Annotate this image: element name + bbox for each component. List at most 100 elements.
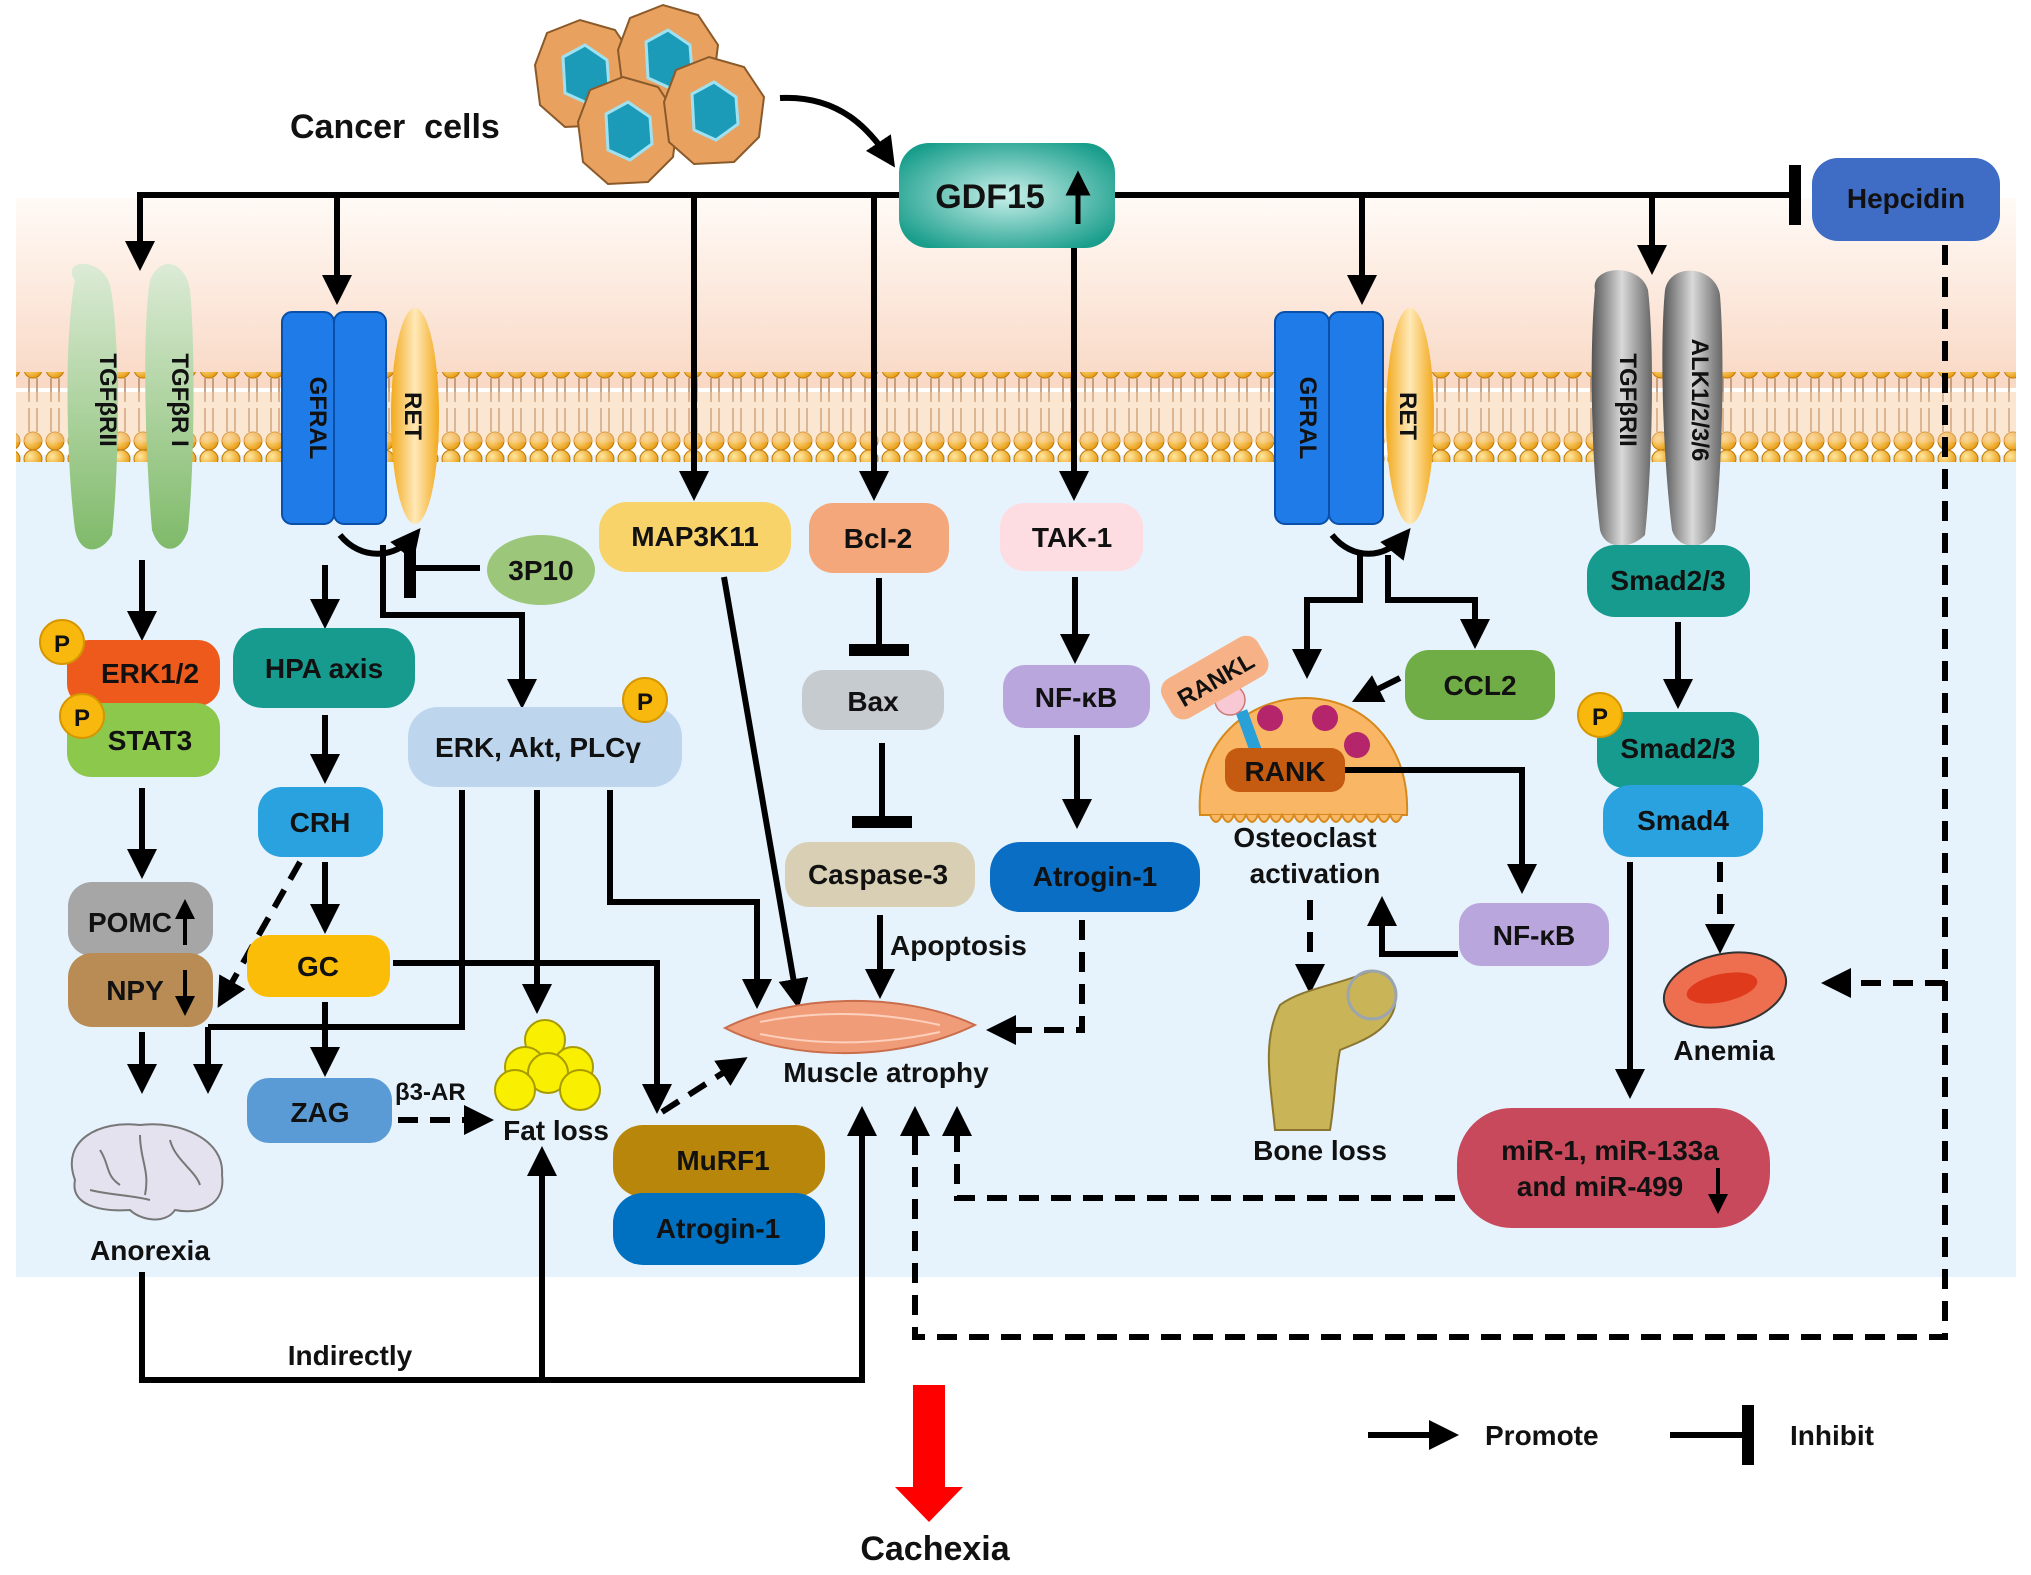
bone-icon: [1267, 969, 1398, 1131]
gc-node[interactable]: GC: [247, 935, 390, 997]
fat-cells-icon: [494, 1019, 601, 1111]
cancer-cells-icon: [533, 3, 766, 186]
svg-text:P: P: [637, 689, 653, 716]
anemia-label: Anemia: [1673, 1035, 1775, 1066]
rank-node[interactable]: RANK: [1225, 748, 1345, 792]
tak1-node[interactable]: TAK-1: [1000, 503, 1143, 571]
bcl2-node[interactable]: Bcl-2: [809, 503, 949, 573]
phospho-badge: P: [39, 619, 85, 665]
osteoclast-label-2: activation: [1250, 858, 1381, 889]
cancer-cells-label: Cancer cells: [290, 108, 500, 146]
npy-node[interactable]: NPY: [68, 953, 213, 1027]
svg-text:ALK1/2/3/6: ALK1/2/3/6: [1686, 339, 1713, 462]
stat3-node[interactable]: STAT3: [67, 703, 220, 777]
red-blood-cell-icon: [1662, 951, 1788, 1029]
svg-text:CCL2: CCL2: [1443, 670, 1516, 701]
svg-text:MAP3K11: MAP3K11: [631, 521, 759, 552]
tgfbrii-receptor-left: TGFβRII: [67, 263, 121, 550]
ret-receptor-right: RET: [1386, 308, 1434, 524]
svg-text:NPY: NPY: [106, 975, 164, 1006]
phospho-badge: P: [622, 677, 668, 723]
svg-text:RET: RET: [399, 392, 426, 440]
anorexia-label: Anorexia: [90, 1235, 210, 1266]
osteoclast-label-1: Osteoclast: [1233, 822, 1376, 853]
svg-text:RET: RET: [1394, 392, 1421, 440]
crh-node[interactable]: CRH: [258, 787, 383, 857]
phospho-badge: P: [1577, 692, 1623, 738]
phospho-badge: P: [59, 693, 105, 739]
smad23-p-node[interactable]: Smad2/3: [1597, 712, 1759, 788]
svg-text:Atrogin-1: Atrogin-1: [1033, 861, 1157, 892]
svg-text:HPA axis: HPA axis: [265, 653, 383, 684]
atrogin1-mid-node[interactable]: Atrogin-1: [990, 842, 1200, 912]
bax-node[interactable]: Bax: [802, 670, 944, 730]
muscle-icon: [722, 999, 978, 1055]
svg-text:ERK, Akt, PLCγ: ERK, Akt, PLCγ: [435, 732, 641, 763]
svg-text:NF-κB: NF-κB: [1035, 682, 1117, 713]
svg-text:ERK1/2: ERK1/2: [101, 658, 199, 689]
svg-text:P: P: [74, 705, 90, 732]
svg-text:3P10: 3P10: [508, 555, 573, 586]
mirna-node[interactable]: miR-1, miR-133a and miR-499: [1457, 1108, 1770, 1228]
svg-text:Caspase-3: Caspase-3: [808, 859, 948, 890]
svg-text:Bcl-2: Bcl-2: [844, 523, 912, 554]
smad4-node[interactable]: Smad4: [1603, 785, 1763, 857]
nfkb-right-node[interactable]: NF-κB: [1459, 903, 1609, 966]
svg-text:TAK-1: TAK-1: [1032, 522, 1112, 553]
map3k11-node[interactable]: MAP3K11: [599, 502, 791, 572]
svg-text:P: P: [54, 631, 70, 658]
hepcidin-node[interactable]: Hepcidin: [1812, 158, 2000, 241]
muscle-atrophy-label: Muscle atrophy: [783, 1057, 989, 1088]
svg-text:GFRAL: GFRAL: [304, 377, 331, 460]
legend: Promote Inhibit: [1368, 1405, 1874, 1465]
svg-text:MuRF1: MuRF1: [676, 1145, 769, 1176]
svg-text:Bax: Bax: [847, 686, 899, 717]
svg-text:Atrogin-1: Atrogin-1: [656, 1213, 780, 1244]
atrogin1-lower-node[interactable]: Atrogin-1: [613, 1193, 825, 1265]
svg-text:POMC: POMC: [88, 907, 172, 938]
tgfbri-receptor-left: TGFβR I: [145, 263, 194, 549]
cachexia-arrow-icon: [895, 1385, 963, 1522]
svg-text:TGFβRII: TGFβRII: [94, 353, 121, 446]
svg-text:miR-1, miR-133a: miR-1, miR-133a: [1501, 1135, 1719, 1166]
hpa-axis-node[interactable]: HPA axis: [233, 628, 415, 708]
ccl2-node[interactable]: CCL2: [1405, 650, 1555, 720]
cachexia-label: Cachexia: [860, 1530, 1010, 1568]
gfral-receptor-left: GFRAL: [281, 311, 387, 525]
svg-text:ZAG: ZAG: [290, 1097, 349, 1128]
gdf15-node[interactable]: GDF15: [899, 143, 1115, 248]
tgfbrii-receptor-right: TGFβRII: [1591, 270, 1652, 546]
svg-text:and miR-499: and miR-499: [1517, 1171, 1684, 1202]
smad23-top-node[interactable]: Smad2/3: [1587, 545, 1750, 617]
svg-text:Smad4: Smad4: [1637, 805, 1729, 836]
erk-akt-plcg-node[interactable]: ERK, Akt, PLCγ: [408, 707, 682, 787]
3p10-node[interactable]: 3P10: [487, 535, 595, 605]
svg-text:Hepcidin: Hepcidin: [1847, 183, 1965, 214]
beta3-ar-label: β3-AR: [395, 1079, 466, 1106]
svg-text:Smad2/3: Smad2/3: [1610, 565, 1725, 596]
gfral-receptor-right: GFRAL: [1274, 311, 1384, 525]
fat-loss-label: Fat loss: [503, 1115, 609, 1146]
svg-text:STAT3: STAT3: [108, 725, 193, 756]
svg-text:CRH: CRH: [290, 807, 351, 838]
murf1-node[interactable]: MuRF1: [613, 1125, 825, 1197]
pomc-node[interactable]: POMC: [68, 882, 213, 956]
svg-text:GFRAL: GFRAL: [1294, 377, 1321, 460]
erk12-node[interactable]: ERK1/2: [67, 640, 220, 706]
nfkb-mid-node[interactable]: NF-κB: [1003, 665, 1150, 728]
ret-receptor-left: RET: [391, 308, 439, 524]
zag-node[interactable]: ZAG: [247, 1078, 392, 1143]
alk-receptor-right: ALK1/2/3/6: [1662, 270, 1723, 546]
svg-text:GDF15: GDF15: [935, 178, 1045, 216]
bone-loss-label: Bone loss: [1253, 1135, 1387, 1166]
brain-icon: [70, 1123, 224, 1221]
svg-text:TGFβR I: TGFβR I: [166, 353, 193, 446]
caspase3-node[interactable]: Caspase-3: [785, 842, 975, 907]
svg-text:TGFβRII: TGFβRII: [1614, 353, 1641, 446]
legend-promote: Promote: [1485, 1420, 1599, 1451]
svg-text:Smad2/3: Smad2/3: [1620, 733, 1735, 764]
indirectly-label: Indirectly: [288, 1340, 413, 1371]
svg-text:NF-κB: NF-κB: [1493, 920, 1575, 951]
svg-text:RANK: RANK: [1245, 756, 1326, 787]
